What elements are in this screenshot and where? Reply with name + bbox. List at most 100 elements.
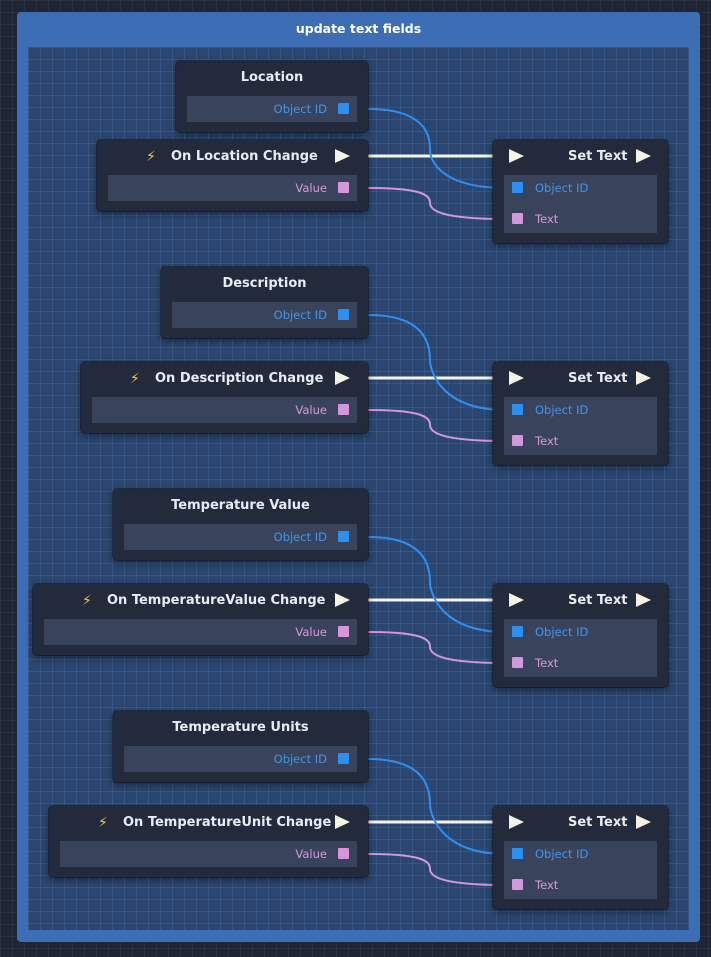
- node-title: Temperature Units: [172, 720, 309, 735]
- event-node-location[interactable]: ⚡ On Location Change Value: [97, 140, 368, 211]
- pin-label: Value: [295, 625, 327, 639]
- pin-row-object-id: Object ID: [124, 746, 357, 772]
- lightning-icon: ⚡: [130, 371, 140, 387]
- event-node-temperature-value[interactable]: ⚡ On TemperatureValue Change Value: [33, 584, 368, 655]
- node-title-text: Set Text: [568, 371, 628, 386]
- text-pin[interactable]: [512, 213, 523, 224]
- object-node-temperature-units[interactable]: Temperature Units Object ID: [113, 711, 368, 782]
- pin-row-object-id: Object ID: [504, 841, 657, 867]
- exec-out-pin[interactable]: [636, 149, 651, 163]
- group-title: update text fields: [295, 21, 422, 36]
- text-pin[interactable]: [512, 435, 523, 446]
- object-id-pin[interactable]: [512, 848, 523, 859]
- node-body: Value: [92, 397, 357, 423]
- pin-label: Object ID: [273, 752, 327, 766]
- node-title-text: Set Text: [568, 593, 628, 608]
- object-node-description[interactable]: Description Object ID: [161, 267, 368, 338]
- object-id-pin[interactable]: [512, 626, 523, 637]
- node-body: Value: [60, 841, 357, 867]
- node-body: Object ID: [124, 746, 357, 772]
- value-pin[interactable]: [338, 848, 349, 859]
- object-id-pin[interactable]: [338, 309, 349, 320]
- node-body: Value: [44, 619, 357, 645]
- exec-in-pin[interactable]: [509, 149, 524, 163]
- exec-out-pin[interactable]: [335, 593, 350, 607]
- text-pin[interactable]: [512, 879, 523, 890]
- value-pin[interactable]: [338, 404, 349, 415]
- exec-out-pin[interactable]: [335, 149, 350, 163]
- node-body: Object ID: [124, 524, 357, 550]
- node-title-text: Set Text: [568, 149, 628, 164]
- exec-in-pin[interactable]: [509, 815, 524, 829]
- pin-row-value: Value: [44, 619, 357, 645]
- pin-row-value: Value: [60, 841, 357, 867]
- node-body: Object ID Text: [504, 397, 657, 455]
- node-title: Set Text: [493, 584, 668, 618]
- pin-row-object-id: Object ID: [187, 96, 357, 122]
- exec-out-pin[interactable]: [636, 815, 651, 829]
- node-title: Temperature Value: [171, 498, 310, 513]
- lightning-icon: ⚡: [98, 815, 108, 831]
- exec-out-pin[interactable]: [335, 371, 350, 385]
- node-title-text: On Location Change: [171, 149, 318, 164]
- set-text-node[interactable]: Set Text Object ID Text: [493, 806, 668, 909]
- node-title-text: On TemperatureValue Change: [107, 593, 326, 608]
- set-text-node[interactable]: Set Text Object ID Text: [493, 140, 668, 243]
- set-text-node[interactable]: Set Text Object ID Text: [493, 584, 668, 687]
- object-node-temperature-value[interactable]: Temperature Value Object ID: [113, 489, 368, 560]
- node-body: Object ID Text: [504, 175, 657, 233]
- pin-row-value: Value: [92, 397, 357, 423]
- pin-row-text: Text: [504, 428, 657, 454]
- node-title: Location: [240, 70, 304, 85]
- pin-label: Object ID: [273, 308, 327, 322]
- node-title: Set Text: [493, 140, 668, 174]
- pin-row-value: Value: [108, 175, 357, 201]
- pin-row-object-id: Object ID: [172, 302, 357, 328]
- text-pin[interactable]: [512, 657, 523, 668]
- pin-label: Object ID: [535, 847, 589, 861]
- node-title-text: Set Text: [568, 815, 628, 830]
- pin-label: Value: [295, 181, 327, 195]
- node-title: Set Text: [493, 806, 668, 840]
- pin-label: Text: [535, 656, 559, 670]
- node-title: Description: [222, 276, 307, 291]
- exec-in-pin[interactable]: [509, 371, 524, 385]
- node-title: Set Text: [493, 362, 668, 396]
- object-id-pin[interactable]: [512, 182, 523, 193]
- lightning-icon: ⚡: [146, 149, 156, 165]
- pin-row-object-id: Object ID: [124, 524, 357, 550]
- pin-row-text: Text: [504, 650, 657, 676]
- node-body: Object ID Text: [504, 619, 657, 677]
- exec-out-pin[interactable]: [335, 815, 350, 829]
- exec-in-pin[interactable]: [509, 593, 524, 607]
- node-title: ⚡ On Description Change: [81, 362, 368, 396]
- pin-label: Value: [295, 403, 327, 417]
- node-title: ⚡ On Location Change: [97, 140, 368, 174]
- object-id-pin[interactable]: [338, 753, 349, 764]
- object-id-pin[interactable]: [338, 531, 349, 542]
- pin-row-text: Text: [504, 206, 657, 232]
- pin-label: Object ID: [273, 102, 327, 116]
- pin-label: Text: [535, 212, 559, 226]
- object-id-pin[interactable]: [338, 103, 349, 114]
- value-pin[interactable]: [338, 182, 349, 193]
- pin-label: Value: [295, 847, 327, 861]
- node-body: Object ID: [187, 96, 357, 122]
- pin-label: Text: [535, 878, 559, 892]
- pin-row-object-id: Object ID: [504, 619, 657, 645]
- lightning-icon: ⚡: [82, 593, 92, 609]
- node-title: ⚡ On TemperatureValue Change: [33, 584, 368, 618]
- exec-out-pin[interactable]: [636, 371, 651, 385]
- node-title: ⚡ On TemperatureUnit Change: [49, 806, 368, 840]
- event-node-description[interactable]: ⚡ On Description Change Value: [81, 362, 368, 433]
- exec-out-pin[interactable]: [636, 593, 651, 607]
- set-text-node[interactable]: Set Text Object ID Text: [493, 362, 668, 465]
- value-pin[interactable]: [338, 626, 349, 637]
- object-id-pin[interactable]: [512, 404, 523, 415]
- pin-label: Object ID: [535, 181, 589, 195]
- pin-row-object-id: Object ID: [504, 175, 657, 201]
- node-body: Object ID: [172, 302, 357, 328]
- event-node-temperature-unit[interactable]: ⚡ On TemperatureUnit Change Value: [49, 806, 368, 877]
- pin-label: Object ID: [535, 625, 589, 639]
- object-node-location[interactable]: Location Object ID: [176, 61, 368, 132]
